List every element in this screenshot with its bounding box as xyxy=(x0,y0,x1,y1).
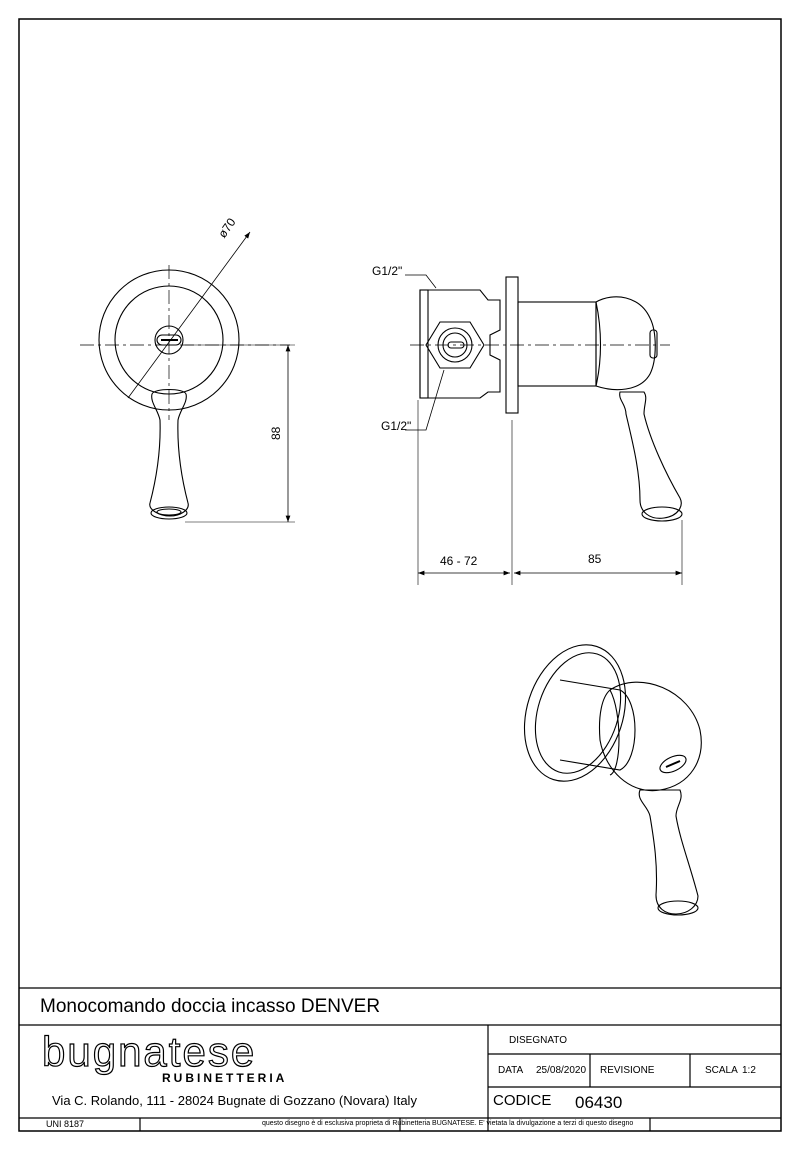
codice-value: 06430 xyxy=(575,1093,623,1112)
logo-subtitle: RUBINETTERIA xyxy=(162,1071,288,1085)
scala-value: 1:2 xyxy=(742,1065,756,1076)
dim-height-label: 88 xyxy=(269,426,283,440)
side-view xyxy=(405,274,683,585)
uni-standard: UNI 8187 xyxy=(46,1119,85,1129)
dim-length-label: 85 xyxy=(588,552,602,566)
drawing-title: Monocomando doccia incasso DENVER xyxy=(40,996,381,1017)
logo-wordmark: bugnatese xyxy=(42,1028,256,1075)
disegnato-label: DISEGNATO xyxy=(509,1035,567,1046)
data-label: DATA xyxy=(498,1065,524,1076)
title-block-grid xyxy=(19,987,781,1131)
dim-depth-label: 46 - 72 xyxy=(440,554,478,568)
data-value: 25/08/2020 xyxy=(536,1065,587,1076)
isometric-view xyxy=(523,644,702,916)
front-view xyxy=(80,231,295,523)
codice-label: CODICE xyxy=(493,1092,552,1109)
revisione-label: REVISIONE xyxy=(600,1065,655,1076)
scala-label: SCALA xyxy=(705,1065,738,1076)
dim-thread-top-label: G1/2" xyxy=(372,264,403,278)
property-notice: questo disegno è di esclusiva proprieta … xyxy=(262,1120,634,1127)
dim-thread-bottom-label: G1/2" xyxy=(381,419,412,433)
company-address: Via C. Rolando, 111 - 28024 Bugnate di G… xyxy=(52,1093,417,1108)
sheet-border xyxy=(18,18,782,1132)
